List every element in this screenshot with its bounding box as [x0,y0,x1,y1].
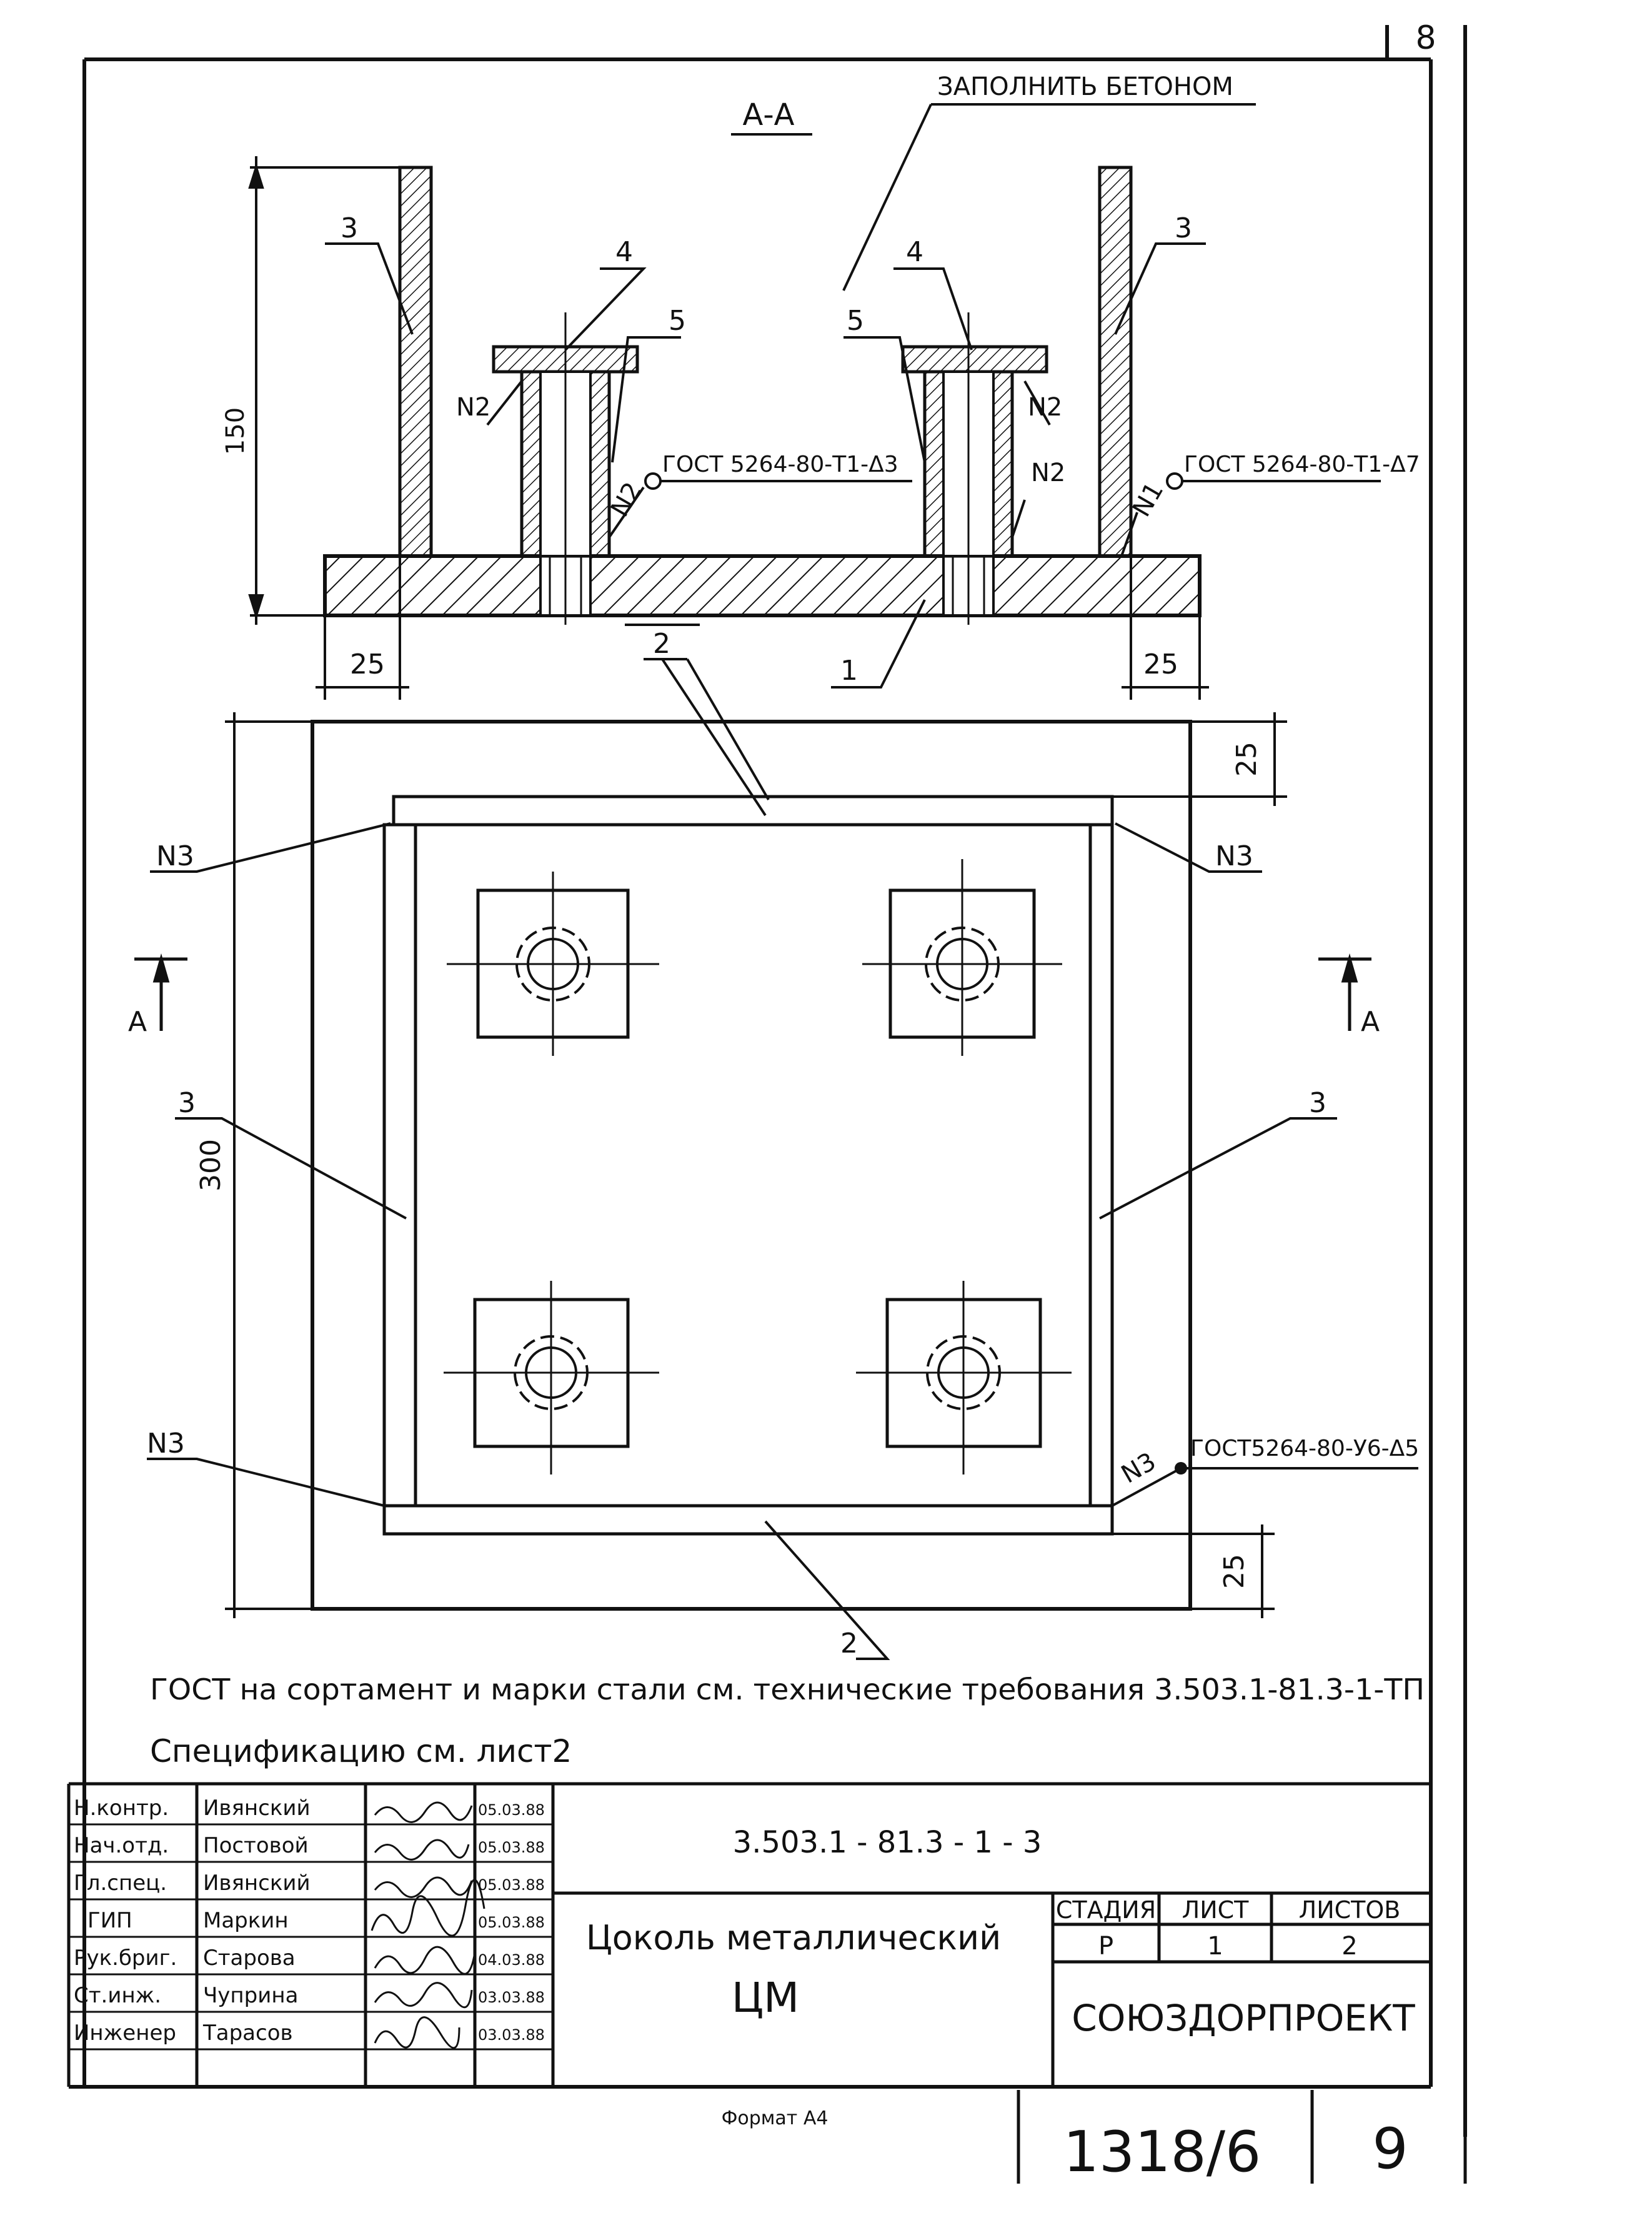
plan-callout-3-right: 3 [1309,1087,1326,1119]
sheets-header: ЛИСТОВ [1299,1896,1401,1924]
sheet-frame [69,25,1467,2137]
weld-n2-left-top: N2 [456,393,490,422]
signer-role: Рук.бриг. [74,1946,177,1971]
weld-n1: N1 [1127,477,1170,522]
side-wall-right [1098,166,1133,558]
fill-note: ЗАПОЛНИТЬ БЕТОНОМ [937,72,1233,101]
signer-name: Постовой [203,1833,309,1858]
plan-dim-top-25 [1112,712,1287,806]
section-title: А-А [743,97,795,132]
plan-n3-top-right: N3 [1215,840,1253,872]
plan-n3-top-left: N3 [156,840,194,872]
dim-left-25-label: 25 [350,649,385,680]
plan-dim-bottom-label: 25 [1218,1554,1250,1589]
title-block [67,1782,1431,2087]
signer-date: 05.03.88 [478,1839,545,1856]
plan-studs [444,859,1072,1475]
plan-callout-3-left: 3 [178,1087,196,1119]
plan-view: 25 25 300 А А [128,658,1419,1660]
album-number: 1318/6 [1063,2119,1261,2185]
signer-date: 05.03.88 [478,1801,545,1819]
section-a-a: А-А ЗАПОЛНИТЬ БЕТОНОМ [221,72,1420,801]
page-number: 9 [1372,2116,1408,2182]
plan-end-plate-top [392,795,1114,827]
stage-header: СТАДИЯ [1056,1896,1156,1924]
callout-3-left: 3 [341,212,358,244]
dim-right-25 [1122,556,1209,700]
leader-lines-section [325,242,1381,689]
weld-n2-right-top: N2 [1028,393,1062,422]
plan-dim-bottom-25 [1112,1524,1275,1618]
plan-dim-300-label: 300 [195,1139,227,1191]
signer-date: 05.03.88 [478,1914,545,1931]
format-label: Формат А4 [722,2107,828,2129]
note-line-1: ГОСТ на сортамент и марки стали см. техн… [150,1673,1425,1706]
callout-5-left: 5 [669,305,686,337]
plan-dim-300 [225,712,312,1618]
base-plate [323,554,1202,617]
cut-marker-left [134,953,187,1031]
footer-lines [1017,2090,1467,2184]
plan-side-wall-left [382,823,417,1508]
title-block-rows [69,1823,553,2051]
cut-label-left: А [128,1006,147,1038]
signer-date: 03.03.88 [478,1989,545,2006]
signer-role: ГИП [87,1908,132,1933]
plan-dim-top-label: 25 [1231,742,1263,777]
signer-date: 03.03.88 [478,2026,545,2044]
leader-lines-plan [147,658,1418,1660]
callout-4-left: 4 [615,236,633,268]
signer-role: Инженер [74,2021,176,2046]
signer-name: Ивянский [203,1871,311,1896]
sheets-value: 2 [1341,1932,1357,1961]
product-name: Цоколь металлический [586,1918,1001,1957]
signer-name: Старова [203,1946,296,1971]
signer-name: Маркин [203,1908,289,1933]
sheet-header: ЛИСТ [1182,1896,1250,1924]
signatures [371,1801,485,2049]
weld-spec-right: ГОСТ 5264-80-Т1-Δ7 [1184,452,1420,477]
weld-spec-left: ГОСТ 5264-80-Т1-Δ3 [662,452,898,477]
signer-role: Гл.спец. [74,1871,167,1896]
doc-code: 3.503.1 - 81.3 - 1 - 3 [733,1825,1042,1860]
signer-date: 05.03.88 [478,1876,545,1894]
washer-right [901,345,1048,374]
callout-2-section: 2 [653,628,670,660]
signer-role: Н.контр. [74,1796,169,1821]
side-wall-left [398,166,433,558]
cut-label-right: А [1361,1006,1380,1038]
sheet-value: 1 [1207,1932,1223,1961]
signer-role: Ст.инж. [74,1983,161,2008]
signer-role: Нач.отд. [74,1833,169,1858]
callout-3-right: 3 [1175,212,1192,244]
weld-n2-left-bottom: N2 [605,477,648,522]
cut-marker-right [1318,953,1371,1031]
signer-name: Ивянский [203,1796,311,1821]
callout-1: 1 [840,655,858,687]
corner-number: 8 [1415,19,1436,57]
plan-side-wall-right [1088,823,1114,1508]
signer-name: Тарасов [202,2021,293,2046]
note-line-2: Спецификацию см. лист2 [150,1733,572,1769]
plan-weld-spec: ГОСТ5264-80-У6-Δ5 [1190,1436,1419,1461]
plan-end-plate-bottom [382,1504,1114,1536]
dim-right-25-label: 25 [1143,649,1178,680]
plan-callout-2-bottom: 2 [840,1628,858,1659]
signer-name: Чуприна [203,1983,298,2008]
plan-n3-bottom-left: N3 [147,1428,185,1460]
organization: СОЮЗДОРПРОЕКТ [1072,1997,1415,2039]
dim-left-25 [316,556,409,700]
dim-150-label: 150 [221,407,250,455]
signer-date: 04.03.88 [478,1951,545,1969]
signer-table: Н.контр. Ивянский 05.03.88 Нач.отд. Пост… [74,1796,545,2046]
stage-value: Р [1098,1932,1113,1961]
plan-base-plate [311,720,1192,1611]
callout-5-right: 5 [847,305,864,337]
weld-n2-right-mid: N2 [1031,459,1065,487]
product-code: ЦМ [732,1974,799,2022]
dim-height-150 [248,156,400,625]
callout-4-right: 4 [906,236,923,268]
notes: ГОСТ на сортамент и марки стали см. техн… [150,1673,1425,1769]
